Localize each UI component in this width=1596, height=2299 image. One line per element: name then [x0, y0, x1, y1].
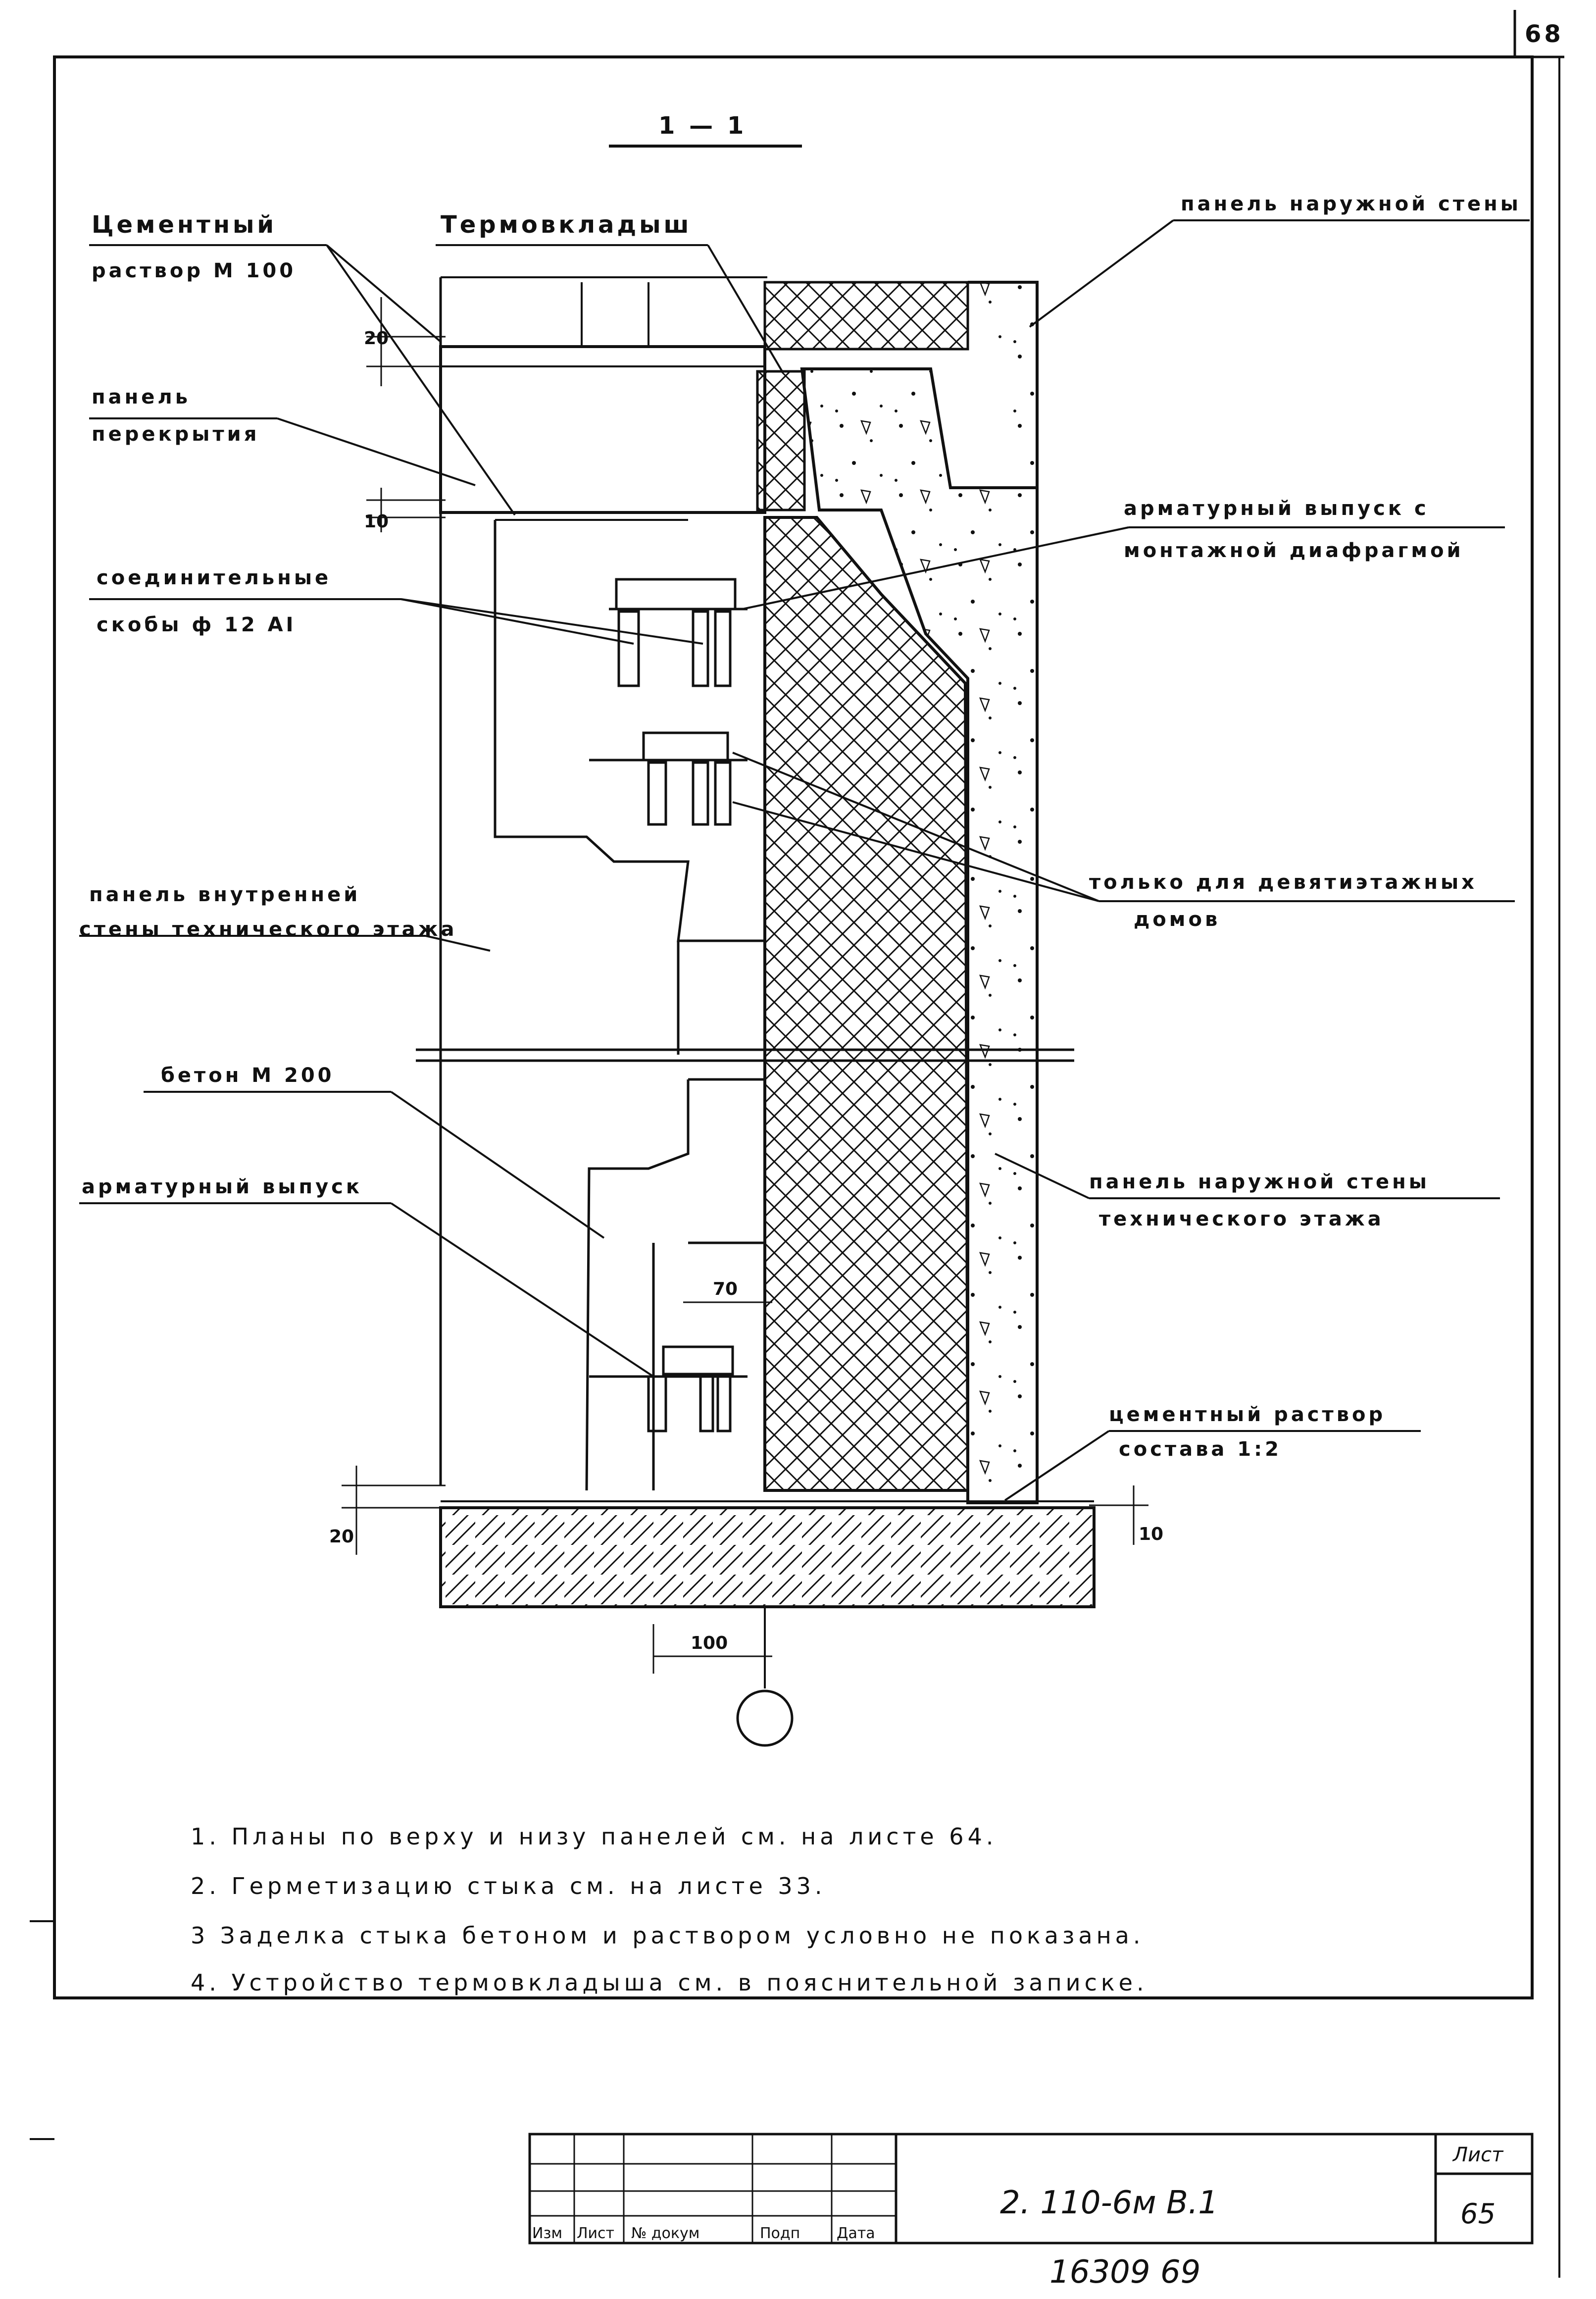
tb-document-code: 2. 110-6м В.1: [1000, 2185, 1218, 2221]
foundation-slab: [439, 1506, 1096, 1608]
tb-col-date: Дата: [837, 2225, 875, 2242]
label-floor-panel-l1: панель: [92, 386, 191, 409]
tb-col-izm: Изм: [532, 2225, 562, 2242]
tb-col-doc: № докум: [631, 2225, 699, 2242]
dim-20-top: 20: [364, 328, 389, 349]
label-thermal-insert: Термовкладыш: [441, 211, 692, 239]
note-2: 2. Герметизацию стыка см. на листе 33.: [191, 1873, 826, 1899]
dim-10-top: 10: [364, 511, 389, 532]
connecting-brackets-mid: [589, 731, 748, 826]
top-insulation-block: [763, 281, 969, 351]
rebar-outlet-lower: [589, 1345, 748, 1432]
drawing-body: [416, 276, 1096, 1747]
tb-sheet-label: Лист: [1452, 2144, 1504, 2166]
label-inner-panel-l1: панель внутренней: [89, 883, 360, 906]
connecting-brackets-upper: [609, 578, 748, 687]
thermal-insert: [756, 370, 806, 511]
outer-panel: [800, 281, 1039, 1504]
label-nine-storey-l2: домов: [1134, 908, 1220, 931]
sheet-corner-number: 68: [1525, 20, 1564, 48]
label-concrete: бетон М 200: [161, 1064, 335, 1087]
label-cement-mortar-l1: Цементный: [92, 211, 277, 239]
leader-lines: [79, 219, 1530, 1501]
label-rebar-diaphragm-l1: арматурный выпуск с: [1124, 497, 1429, 520]
dim-100: 100: [691, 1633, 728, 1653]
dimension-lines: [342, 297, 1148, 1674]
label-inner-panel-l2: стены технического этажа: [79, 918, 457, 941]
label-brackets-l2: скобы ф 12 АI: [97, 613, 296, 636]
tb-col-list: Лист: [577, 2225, 614, 2242]
label-brackets-l1: соединительные: [97, 566, 331, 589]
dim-10-bottom: 10: [1139, 1524, 1163, 1544]
dim-20-bottom: 20: [329, 1527, 354, 1547]
label-cement-mix-l1: цементный раствор: [1109, 1403, 1386, 1426]
axis-marker: [736, 1689, 794, 1747]
section-title: 1 — 1: [658, 112, 747, 140]
label-rebar-diaphragm-l2: монтажной диафрагмой: [1124, 539, 1464, 562]
bottom-stamp: 16309 69: [1049, 2254, 1200, 2291]
label-nine-storey-l1: только для девятиэтажных: [1089, 871, 1477, 894]
label-cement-mortar-l2: раствор М 100: [92, 259, 296, 282]
tb-col-sign: Подп: [760, 2225, 800, 2242]
dim-70: 70: [713, 1279, 738, 1299]
main-insulation: [763, 516, 970, 1492]
floor-panel: [439, 345, 766, 514]
label-floor-panel-l2: перекрытия: [92, 423, 259, 446]
label-outer-panel-tech-l2: технического этажа: [1099, 1208, 1384, 1230]
sheet-frame: [30, 10, 1564, 2278]
label-outer-panel-tech-l1: панель наружной стены: [1089, 1171, 1430, 1193]
title-block: [528, 2133, 1534, 2245]
label-cement-mix-l2: состава 1:2: [1119, 1438, 1282, 1461]
note-3: 3 Заделка стыка бетоном и раствором усло…: [191, 1922, 1144, 1949]
tb-sheet-number: 65: [1460, 2198, 1496, 2230]
label-outer-panel: панель наружной стены: [1181, 193, 1521, 215]
note-4: 4. Устройство термовкладыша см. в поясни…: [191, 1969, 1148, 1996]
note-1: 1. Планы по верху и низу панелей см. на …: [191, 1823, 997, 1850]
label-rebar-outlet: арматурный выпуск: [82, 1175, 362, 1198]
